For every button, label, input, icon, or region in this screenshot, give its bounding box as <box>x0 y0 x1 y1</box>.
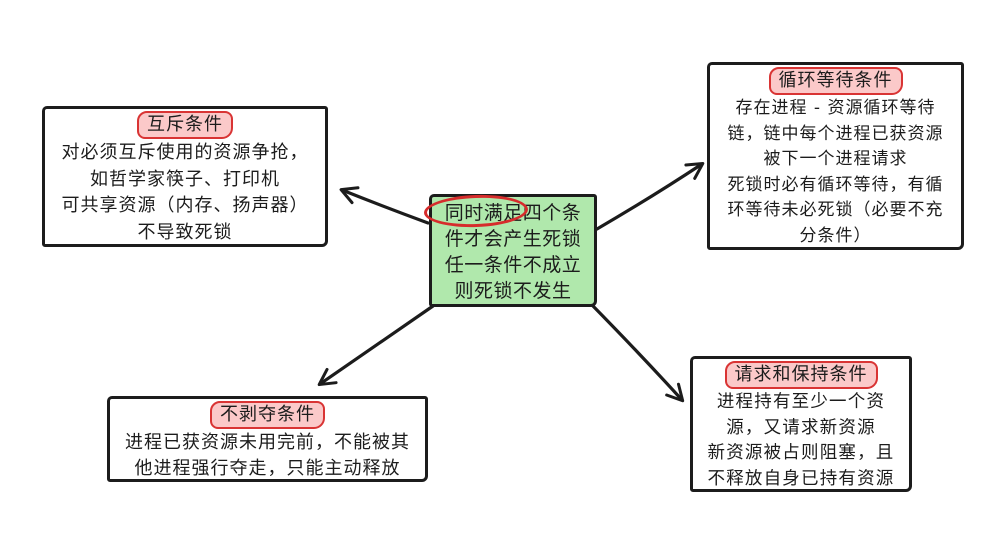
circular-wait-title-badge: 循环等待条件 <box>768 67 903 95</box>
circular-wait-line: 被下一个进程请求 <box>763 149 908 169</box>
arrow-center-to-hold-and-wait <box>591 304 685 403</box>
hold-and-wait-title: 请求和保持条件 <box>734 364 868 385</box>
mutex-line: 如哲学家筷子、打印机 <box>90 168 280 190</box>
arrow-center-to-circular-wait <box>595 161 705 231</box>
mutex-line: 可共享资源（内存、扬声器） <box>61 195 309 216</box>
box-no-preemption-condition: 不剥夺条件 进程已获资源未用完前，不能被其 他进程强行夺走，只能主动释放 <box>107 396 428 482</box>
circular-wait-line: 环等待未必死锁（必要不充 <box>727 200 944 220</box>
box-center-deadlock-summary: 同时满足四个条 件才会产生死锁 任一条件不成立 则死锁不发生 <box>429 194 597 307</box>
arrow-center-to-mutex <box>339 186 430 225</box>
hold-and-wait-line: 进程持有至少一个资 <box>716 392 886 412</box>
circular-wait-line: 链，链中每个进程已获资源 <box>727 123 944 144</box>
arrow-center-to-no-preemption <box>317 304 435 387</box>
box-mutex-condition: 互斥条件 对必须互斥使用的资源争抢， 如哲学家筷子、打印机 可共享资源（内存、扬… <box>42 106 328 247</box>
hold-and-wait-line: 新资源被占则阻塞，且 <box>707 443 895 463</box>
box-circular-wait-condition: 循环等待条件 存在进程 - 资源循环等待 链，链中每个进程已获资源 被下一个进程… <box>707 62 964 250</box>
no-preemption-title-badge: 不剥夺条件 <box>210 401 325 429</box>
no-preemption-title: 不剥夺条件 <box>220 404 315 425</box>
no-preemption-line: 进程已获资源未用完前，不能被其 <box>125 432 410 453</box>
box-hold-and-wait-condition: 请求和保持条件 进程持有至少一个资 源，又请求新资源 新资源被占则阻塞，且 不释… <box>690 356 912 492</box>
mutex-line: 对必须互斥使用的资源争抢， <box>61 142 309 163</box>
mutex-line: 不导致死锁 <box>137 221 233 243</box>
circular-wait-title: 循环等待条件 <box>778 70 893 91</box>
hold-and-wait-line: 源，又请求新资源 <box>726 417 876 438</box>
no-preemption-line: 他进程强行夺走，只能主动释放 <box>134 458 401 479</box>
center-line: 任一条件不成立 <box>444 254 582 276</box>
circular-wait-line: 存在进程 - 资源循环等待 <box>735 98 936 118</box>
circular-wait-line: 死锁时必有循环等待，有循 <box>727 174 944 195</box>
mutex-title-badge: 互斥条件 <box>137 111 233 139</box>
center-line: 件才会产生死锁 <box>444 228 582 250</box>
hold-and-wait-title-badge: 请求和保持条件 <box>724 361 878 389</box>
hold-and-wait-line: 不释放自身已持有资源 <box>707 468 895 489</box>
center-line: 则死锁不发生 <box>454 280 572 302</box>
circular-wait-line: 分条件） <box>799 225 872 246</box>
center-line: 同时满足四个条 <box>444 202 582 224</box>
mutex-title: 互斥条件 <box>147 114 223 135</box>
